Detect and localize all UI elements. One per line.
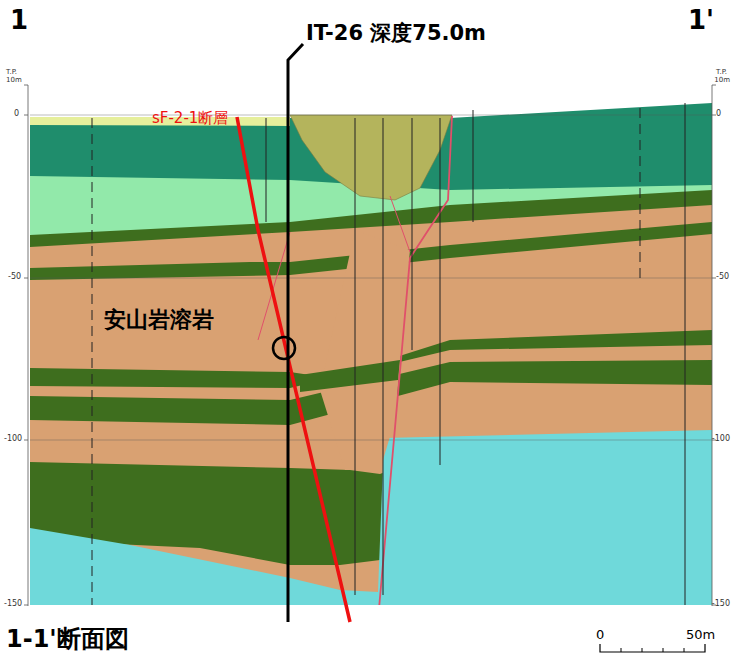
stratum-layer — [300, 360, 400, 392]
figure-caption: 1-1'断面図 — [6, 626, 129, 652]
fill-deposit — [290, 115, 452, 200]
axis-tick — [24, 440, 28, 441]
borehole-line — [288, 44, 303, 622]
axis-tick-label: -100 — [712, 435, 730, 444]
axis-tick-label: -50 — [716, 273, 729, 282]
grid-line — [30, 115, 712, 116]
scale-bar — [600, 644, 705, 652]
fault-line — [237, 117, 350, 622]
axis-tick-label: 0 — [716, 110, 721, 119]
intersection-circle — [273, 337, 295, 359]
rock-label: 安山岩溶岩 — [104, 308, 214, 332]
projected-borehole — [92, 118, 93, 605]
axis-tick-label: -50 — [8, 273, 21, 282]
fault-line — [378, 116, 452, 605]
axis-unit: 10m — [6, 77, 22, 85]
scale-tick — [642, 648, 643, 652]
borehole-line — [685, 103, 686, 605]
axis-tick — [24, 605, 28, 606]
axis-tick-label: 0 — [14, 110, 19, 119]
section-end-label: 1' — [688, 6, 714, 35]
axis-tick-label: -150 — [712, 600, 730, 609]
axis-tick — [712, 278, 716, 279]
borehole-line — [412, 118, 413, 350]
axis-tick-label: -150 — [4, 600, 22, 609]
axis-tick-label: -100 — [4, 435, 22, 444]
axis-line — [28, 85, 29, 606]
scale-tick — [663, 648, 664, 652]
axis-unit: 10m — [714, 77, 730, 85]
borehole-line — [473, 110, 474, 222]
scale-label: 50m — [686, 628, 715, 642]
scale-tick — [621, 648, 622, 652]
stratum-layer — [30, 222, 712, 605]
fault-label: sF-2-1断層 — [152, 110, 228, 127]
axis-tick — [24, 85, 28, 86]
scale-tick — [684, 648, 685, 652]
borehole-label: IT-26 深度75.0m — [306, 22, 486, 45]
stratum-layer — [30, 103, 712, 605]
stratum-layer — [30, 205, 712, 605]
projected-borehole — [640, 108, 641, 280]
axis-line — [712, 85, 713, 606]
axis-tick — [712, 85, 716, 86]
borehole-line — [266, 118, 267, 222]
borehole-line — [440, 118, 441, 465]
axis-tick — [712, 115, 716, 116]
grid-line — [30, 278, 712, 279]
grid-line — [30, 440, 712, 441]
stratum-layer — [30, 190, 712, 605]
axis-unit: T.P. — [6, 69, 17, 77]
stratum-layer — [320, 230, 410, 470]
axis-tick — [24, 115, 28, 116]
borehole-line — [383, 118, 384, 595]
section-end-label: 1 — [10, 6, 28, 35]
borehole-line — [355, 118, 356, 595]
scale-label: 0 — [596, 628, 604, 642]
axis-unit: T.P. — [716, 69, 727, 77]
stratum-layer — [30, 176, 712, 605]
axis-tick — [24, 278, 28, 279]
minor-fault — [390, 196, 410, 252]
